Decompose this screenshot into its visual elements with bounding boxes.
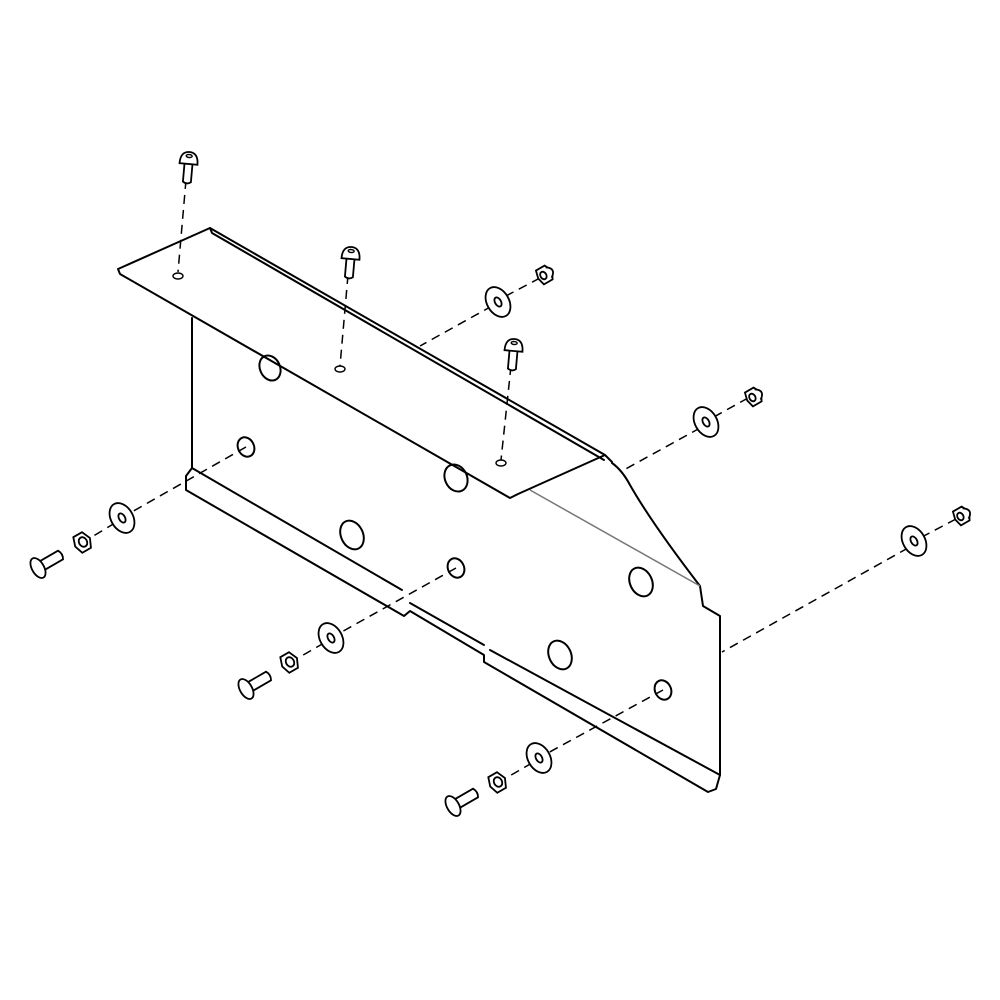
nut	[487, 771, 507, 794]
mounting-hole	[628, 566, 654, 598]
assembly-line	[711, 397, 749, 419]
screw-hole	[495, 459, 507, 467]
screw-hole	[172, 272, 184, 280]
carriage-bolt	[237, 670, 272, 700]
screw-hole	[334, 365, 346, 373]
washer	[692, 406, 720, 438]
vertical-plate	[185, 317, 721, 793]
cap-nut	[743, 386, 763, 408]
washer	[108, 502, 136, 534]
hardware	[29, 151, 971, 817]
assembly-line	[919, 518, 957, 539]
assembly-line	[545, 689, 664, 755]
washer	[900, 525, 928, 557]
mounting-hole	[339, 519, 365, 551]
button-head-screw	[503, 338, 524, 372]
button-head-screw	[340, 246, 361, 280]
carriage-bolt	[444, 787, 479, 817]
assembly-line	[503, 277, 541, 298]
assembly-line	[419, 305, 493, 347]
washer	[525, 742, 553, 774]
assembly-line	[129, 446, 247, 514]
assembly-line	[337, 567, 457, 635]
carriage-bolt	[29, 549, 64, 579]
washer	[317, 622, 345, 654]
assembly-line	[297, 642, 325, 659]
washer	[484, 286, 512, 318]
top-flange	[117, 227, 613, 499]
assembly-line	[339, 274, 349, 367]
mounting-hole	[443, 463, 469, 493]
hidden-edge	[529, 489, 701, 587]
nut	[72, 531, 92, 554]
plate-holes	[172, 272, 673, 701]
assembly-line	[621, 427, 701, 472]
cap-nut	[951, 505, 971, 527]
button-head-screw	[178, 151, 199, 185]
assembly-line	[500, 365, 512, 461]
assembly-line	[721, 547, 909, 653]
assembly-line	[505, 762, 533, 779]
bracket	[117, 227, 721, 793]
assembly-line	[89, 522, 116, 539]
nut	[279, 651, 299, 674]
assembly-line	[177, 179, 187, 273]
flange-front-edge	[209, 227, 605, 461]
mounting-hole	[258, 354, 282, 382]
mounting-hole	[547, 639, 573, 671]
bottom-lip	[191, 467, 721, 776]
cap-nut	[534, 264, 554, 286]
